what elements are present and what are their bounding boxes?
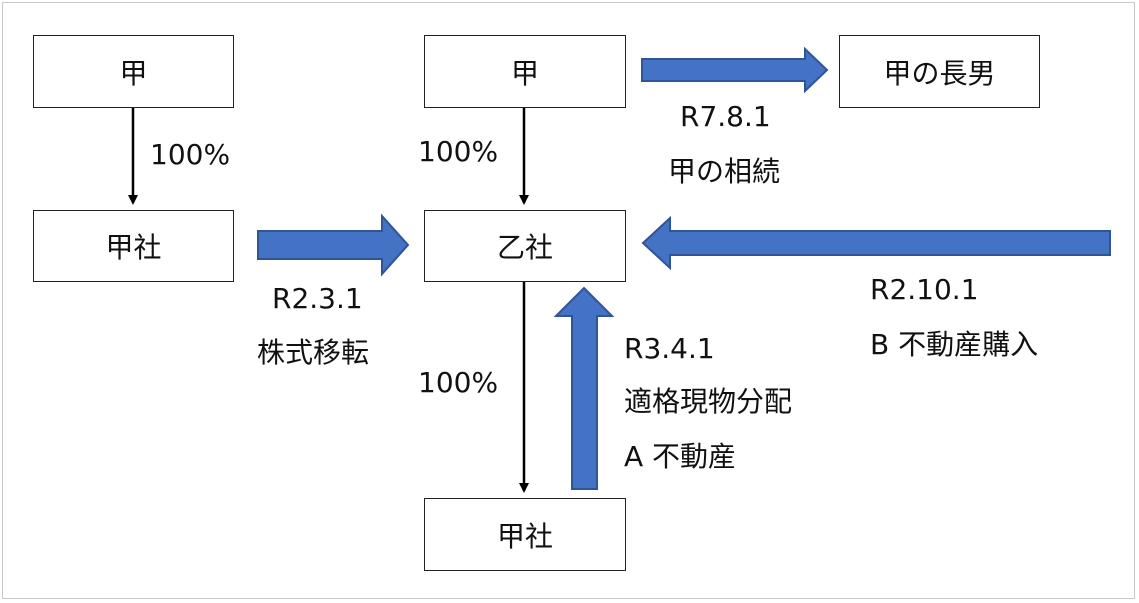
node-kou-top-center: 甲 (424, 35, 626, 108)
distribution-date-label: R3.4.1 (624, 332, 715, 365)
node-label: 甲 (510, 56, 539, 90)
node-kou-son: 甲の長男 (839, 35, 1040, 108)
inherit-date-label: R7.8.1 (680, 100, 771, 133)
node-otsusha: 乙社 (424, 210, 626, 282)
block-arrow-share-transfer (257, 213, 410, 277)
node-kousha-left: 甲社 (33, 210, 234, 282)
node-label: 甲 (119, 56, 148, 90)
node-label: 甲社 (496, 519, 553, 553)
inherit-desc-label: 甲の相続 (668, 155, 781, 188)
node-label: 乙社 (496, 231, 553, 264)
node-label: 甲の長男 (883, 56, 996, 90)
block-arrow-purchase (641, 215, 1111, 271)
ownership-label-center-bottom: 100% (418, 366, 499, 399)
ownership-label-center-top: 100% (418, 135, 499, 168)
node-label: 甲社 (105, 231, 162, 264)
ownership-label-left: 100% (150, 138, 231, 171)
purchase-desc-label: B 不動産購入 (870, 328, 1039, 361)
distribution-desc-label: 適格現物分配 (624, 385, 793, 418)
block-arrow-distribution (553, 286, 615, 490)
block-arrow-inheritance (641, 46, 829, 94)
node-kou-top-left: 甲 (33, 35, 234, 108)
transfer-desc-label: 株式移転 (257, 336, 370, 369)
transfer-date-label: R2.3.1 (272, 282, 363, 315)
node-kousha-bottom: 甲社 (424, 498, 626, 571)
purchase-date-label: R2.10.1 (870, 273, 979, 306)
distribution-asset-label: A 不動産 (624, 440, 737, 473)
